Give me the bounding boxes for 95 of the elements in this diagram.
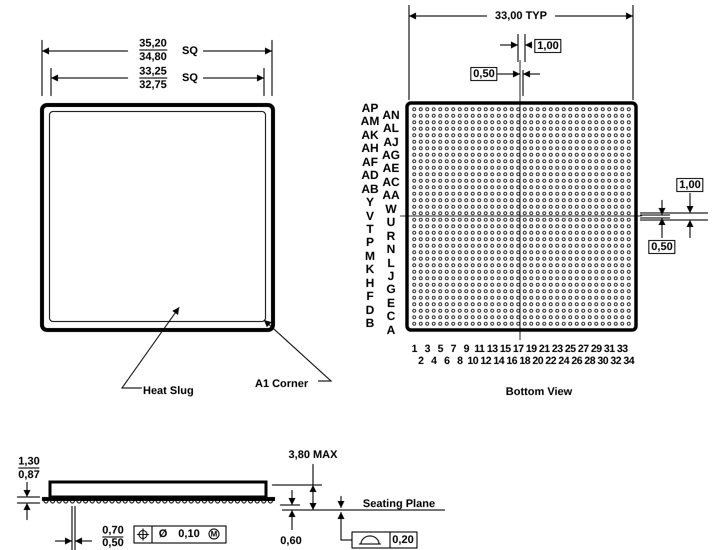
dimension-value: 1,00	[534, 39, 562, 53]
column-number: 29	[590, 343, 602, 355]
column-number: 11	[474, 343, 484, 355]
column-number: 5	[438, 343, 443, 355]
callout-text: Heat Slug	[143, 381, 205, 395]
column-number: 16	[506, 355, 518, 367]
row-letter: V	[366, 210, 374, 222]
dimension-value: 0,70	[102, 524, 124, 538]
dimension-value: 0,10	[178, 528, 200, 540]
dimension-value: 35,20	[139, 38, 167, 50]
row-letter: K	[366, 263, 374, 276]
row-letter: A	[386, 324, 396, 336]
view-title: Bottom View	[506, 386, 572, 398]
row-letter: D	[366, 304, 374, 316]
row-letter: AL	[383, 122, 399, 134]
row-letter: AF	[362, 156, 378, 168]
row-letter: AP	[362, 102, 378, 114]
column-number: 13	[486, 343, 498, 355]
callout-text: A1 Corner	[255, 374, 317, 388]
row-letter: U	[386, 216, 396, 228]
column-number: 18	[519, 355, 530, 367]
dimension-value: 34,80	[139, 51, 167, 63]
row-letter: G	[386, 283, 396, 296]
row-letter: AJ	[383, 136, 399, 148]
column-number: 4	[431, 355, 436, 367]
column-number: 22	[545, 355, 556, 367]
row-letter: AC	[382, 176, 400, 188]
column-number: 23	[552, 343, 563, 355]
row-letter: R	[386, 230, 396, 242]
row-letter: AA	[382, 189, 400, 202]
dimension-value: 33,00 TYP	[495, 10, 547, 22]
column-number: 10	[467, 355, 478, 367]
column-number: 24	[558, 355, 570, 367]
column-number: 2	[418, 355, 424, 367]
dimension-value: 0,50	[102, 537, 124, 549]
leader-line	[264, 320, 332, 382]
dimension-value: 33,25	[139, 66, 167, 78]
row-letter: W	[385, 202, 397, 215]
column-number: 33	[616, 343, 628, 355]
row-letter: Y	[366, 196, 374, 208]
column-number: 31	[604, 343, 615, 355]
column-number: 17	[512, 343, 524, 355]
row-letter: J	[388, 270, 394, 282]
column-number: 25	[564, 343, 576, 355]
column-number: 15	[500, 343, 511, 355]
column-number: 19	[526, 343, 537, 355]
column-number: 1	[412, 343, 417, 355]
row-letter: H	[366, 276, 374, 289]
row-letter: AD	[361, 169, 379, 182]
diameter-symbol: Ø	[158, 528, 168, 540]
column-number: 14	[493, 355, 504, 367]
column-number: 6	[444, 355, 450, 367]
dimension-value: 0,60	[280, 535, 302, 547]
dimension-value: 0,50	[470, 67, 498, 81]
row-letter: AM	[360, 115, 380, 128]
column-number: 34	[623, 355, 634, 367]
column-number: 3	[424, 343, 430, 355]
dimension-value: 1,30	[18, 456, 40, 468]
dimension-value: 1,00	[676, 178, 704, 192]
column-number: 21	[538, 343, 550, 355]
row-letter: AN	[382, 108, 400, 121]
column-number: 26	[571, 355, 582, 367]
dimension-value: 0,50	[648, 240, 676, 254]
row-letter: AH	[361, 142, 379, 154]
row-letter: C	[386, 310, 396, 322]
leader-line	[121, 306, 180, 388]
row-letter: M	[365, 250, 375, 262]
row-letter: P	[366, 236, 374, 248]
row-letter: L	[387, 256, 395, 269]
dimension-value: 32,75	[139, 79, 167, 91]
column-number: 27	[578, 343, 589, 355]
dimension-value: SQ	[182, 72, 198, 84]
dimension-value: 0,20	[392, 534, 414, 546]
row-letter: F	[366, 290, 374, 302]
column-number: 20	[532, 355, 544, 367]
row-letter: N	[386, 243, 396, 256]
column-number: 30	[597, 355, 608, 367]
column-number: 28	[584, 355, 596, 367]
dimension-value: 0,87	[18, 469, 40, 481]
column-number: 8	[457, 355, 462, 367]
row-letter: T	[366, 222, 374, 235]
column-number: 12	[480, 355, 492, 367]
column-number: 7	[450, 343, 456, 355]
row-letter: B	[366, 317, 374, 330]
row-letter: AE	[382, 162, 400, 174]
row-letter: E	[387, 296, 395, 309]
row-letter: AB	[361, 182, 379, 195]
modifier-symbol: M	[208, 528, 220, 540]
column-number: 9	[464, 343, 469, 355]
plane-label: Seating Plane	[362, 498, 436, 510]
row-letter: AG	[382, 149, 400, 162]
dimension-value: 3,80 MAX	[288, 449, 338, 461]
dimension-value: SQ	[182, 45, 198, 57]
column-number: 32	[610, 355, 622, 367]
row-letter: AK	[361, 128, 379, 141]
